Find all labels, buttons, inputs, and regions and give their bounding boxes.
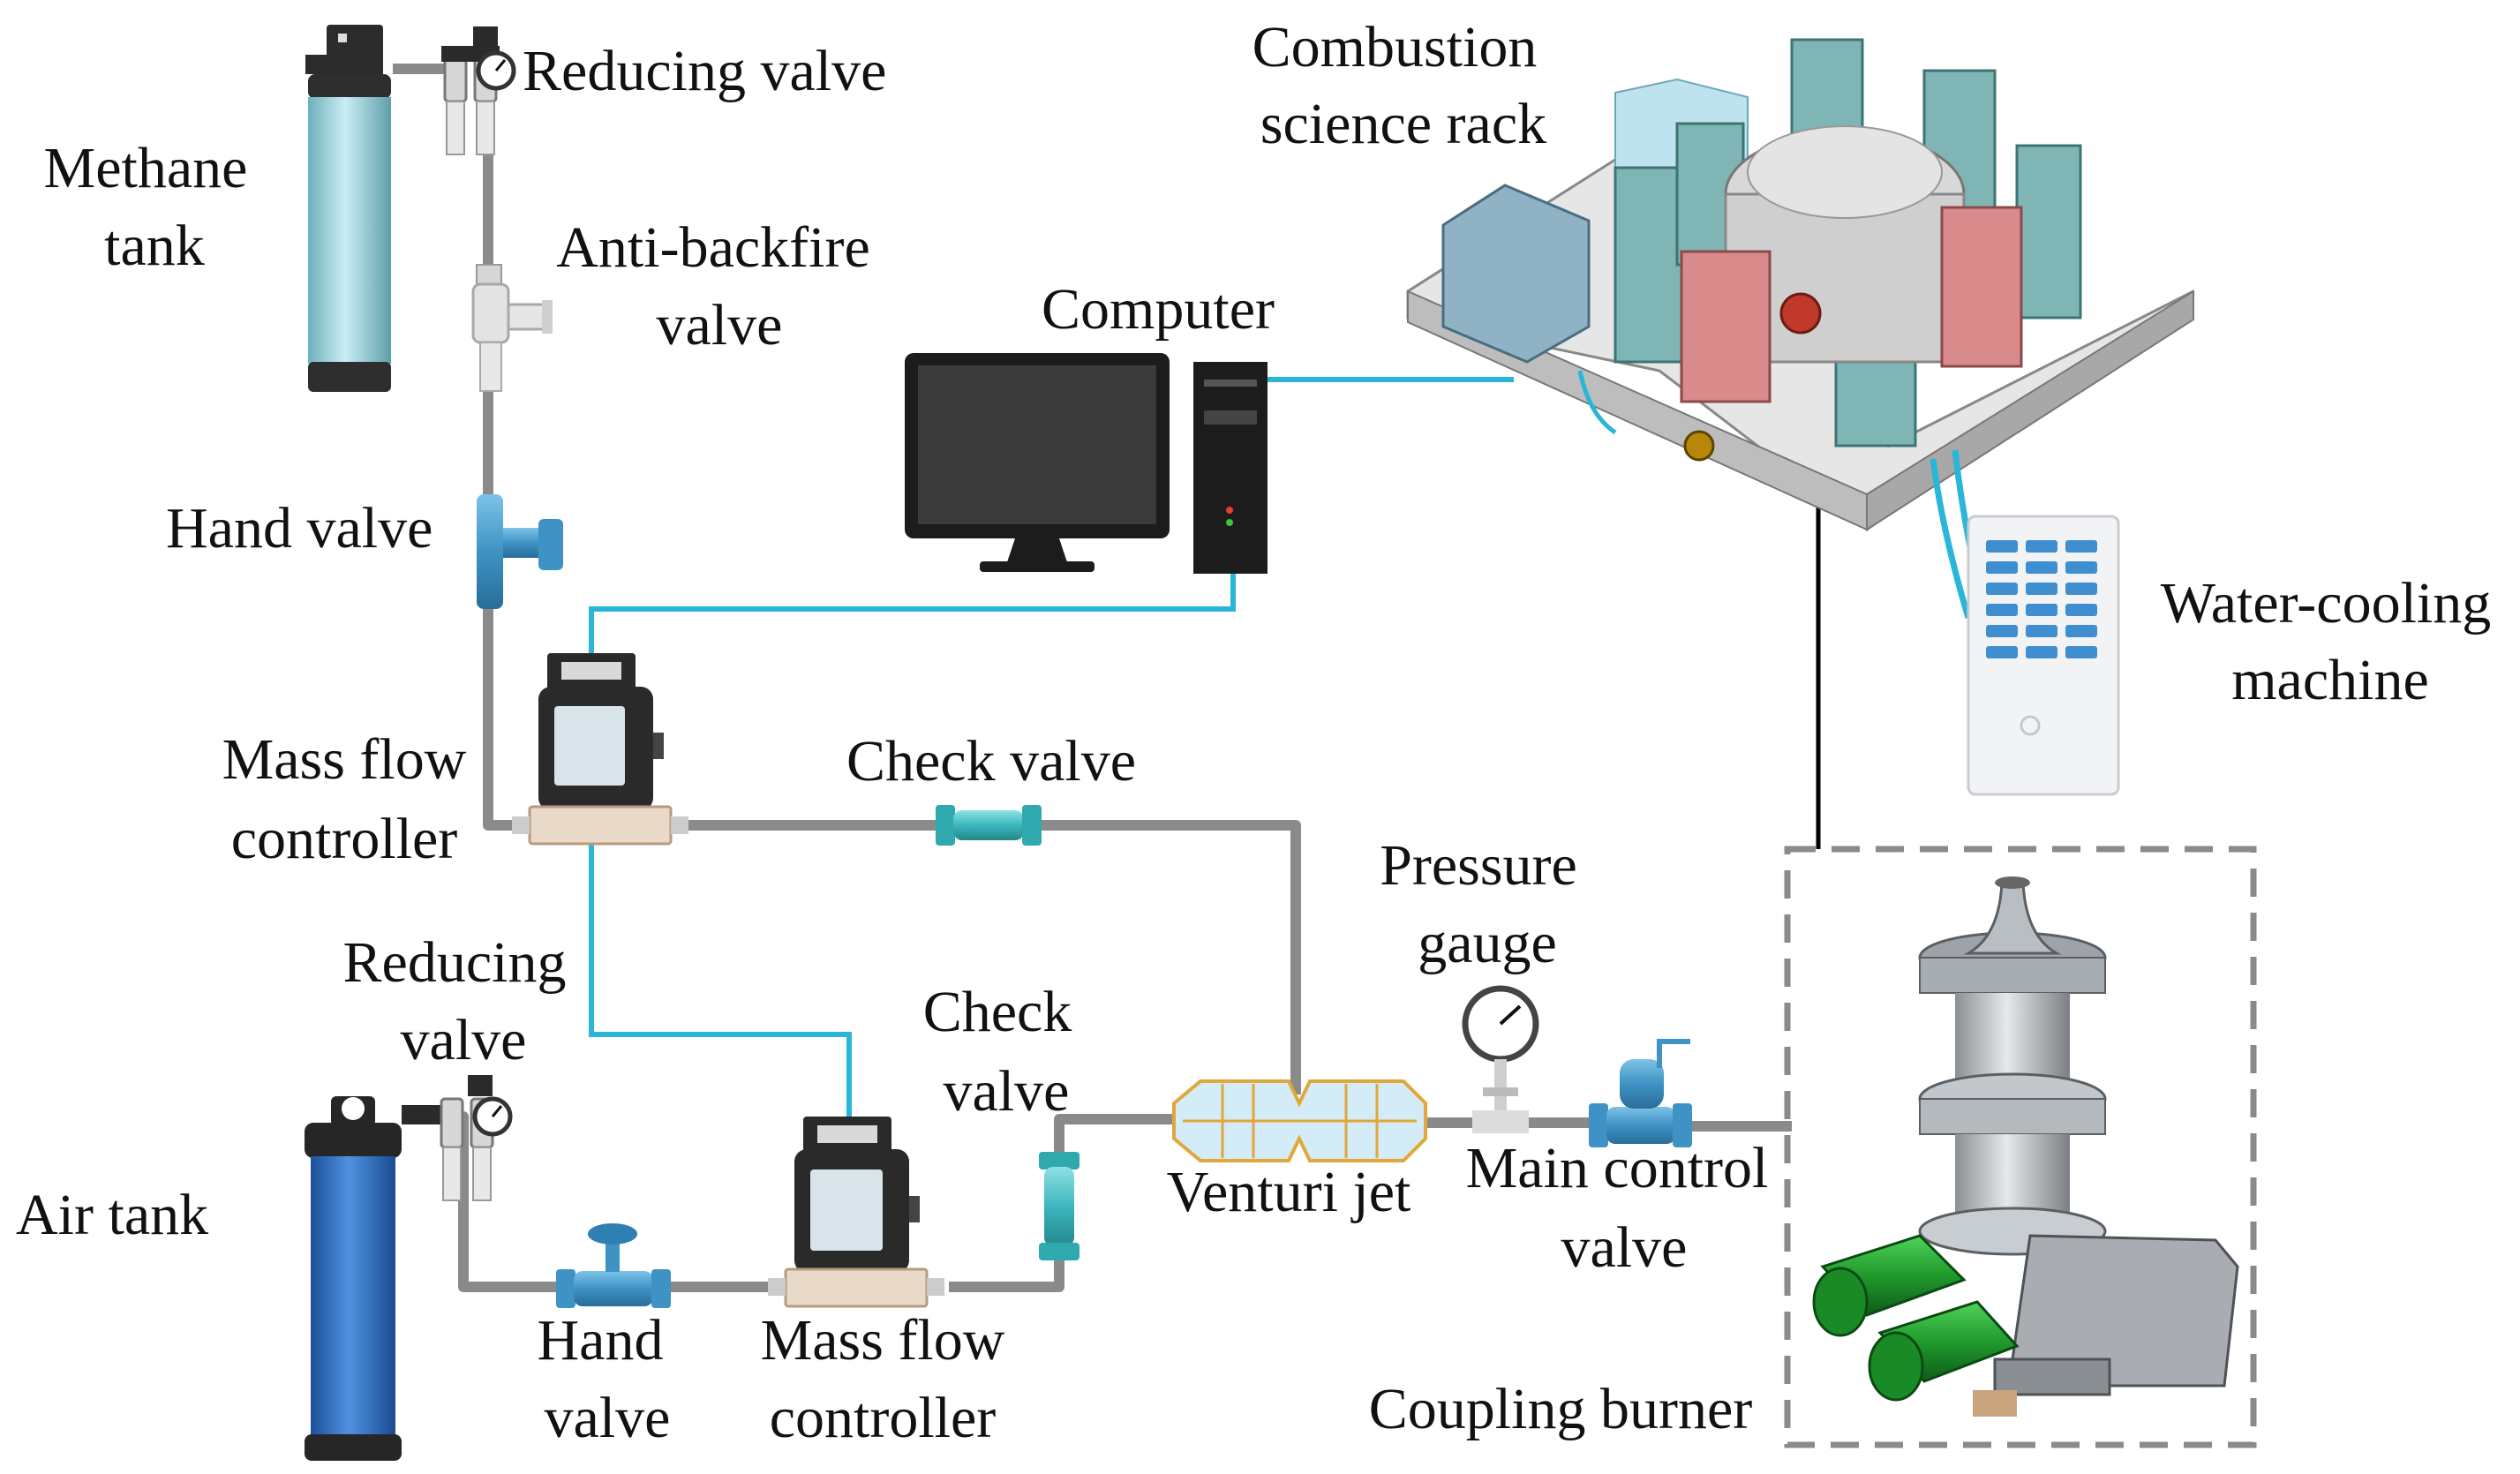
main-control-valve	[1589, 1039, 1692, 1147]
label-main-control-valve-1: Main control	[1466, 1136, 1769, 1200]
label-methane-tank-1: Methane	[44, 136, 248, 200]
label-methane-tank-2: tank	[104, 214, 205, 278]
label-computer: Computer	[1042, 277, 1275, 342]
methane-tank	[305, 25, 391, 392]
hand-valve-top	[477, 494, 563, 609]
coupling-burner	[1812, 876, 2239, 1417]
air-tank	[305, 1096, 402, 1461]
combustion-science-rack	[1406, 38, 2194, 620]
computer	[905, 353, 1268, 574]
label-combustion-science-rack-1: Combustion	[1252, 15, 1538, 79]
label-hand-valve-bottom-2: valve	[545, 1386, 671, 1450]
label-check-valve-bottom-2: valve	[944, 1059, 1070, 1124]
reducing-valve-bottom	[402, 1075, 513, 1201]
label-reducing-valve-bottom-2: valve	[401, 1008, 527, 1072]
hand-valve-bottom	[556, 1223, 671, 1308]
label-venturi-jet: Venturi jet	[1167, 1160, 1411, 1224]
label-anti-backfire-valve-2: valve	[657, 293, 783, 357]
label-coupling-burner: Coupling burner	[1369, 1377, 1752, 1441]
label-reducing-valve-bottom-1: Reducing	[343, 930, 567, 995]
label-anti-backfire-valve-1: Anti-backfire	[556, 215, 870, 280]
check-valve-bottom	[1039, 1152, 1079, 1260]
reducing-valve-top	[441, 26, 516, 155]
labels: Methane tank Reducing valve Anti-backfir…	[16, 15, 2491, 1450]
pressure-gauge	[1462, 985, 1539, 1133]
venturi-jet	[1172, 1079, 1427, 1162]
label-check-valve-bottom-1: Check	[923, 980, 1072, 1044]
label-hand-valve-top: Hand valve	[166, 496, 433, 560]
label-water-cooling-1: Water-cooling	[2161, 571, 2492, 635]
label-reducing-valve-top: Reducing valve	[523, 39, 886, 103]
label-hand-valve-bottom-1: Hand	[538, 1308, 664, 1372]
check-valve-top	[936, 805, 1042, 846]
label-pressure-gauge-1: Pressure	[1380, 833, 1577, 898]
label-pressure-gauge-2: gauge	[1418, 911, 1557, 975]
label-mfc-top-1: Mass flow	[222, 727, 467, 792]
label-mfc-bottom-2: controller	[770, 1386, 997, 1450]
mass-flow-controller-top	[512, 653, 688, 846]
signal-lines	[589, 377, 1514, 1117]
label-water-cooling-2: machine	[2231, 648, 2429, 712]
mass-flow-controller-bottom	[768, 1117, 944, 1308]
label-main-control-valve-2: valve	[1561, 1215, 1688, 1280]
coupling-burner-box	[1784, 846, 2257, 1448]
label-mfc-top-2: controller	[231, 807, 458, 871]
label-combustion-science-rack-2: science rack	[1260, 92, 1546, 156]
anti-backfire-valve	[471, 264, 553, 392]
label-check-valve-top: Check valve	[846, 729, 1136, 793]
label-air-tank: Air tank	[16, 1183, 208, 1247]
water-cooling-machine	[1967, 515, 2120, 796]
label-mfc-bottom-1: Mass flow	[761, 1308, 1005, 1372]
